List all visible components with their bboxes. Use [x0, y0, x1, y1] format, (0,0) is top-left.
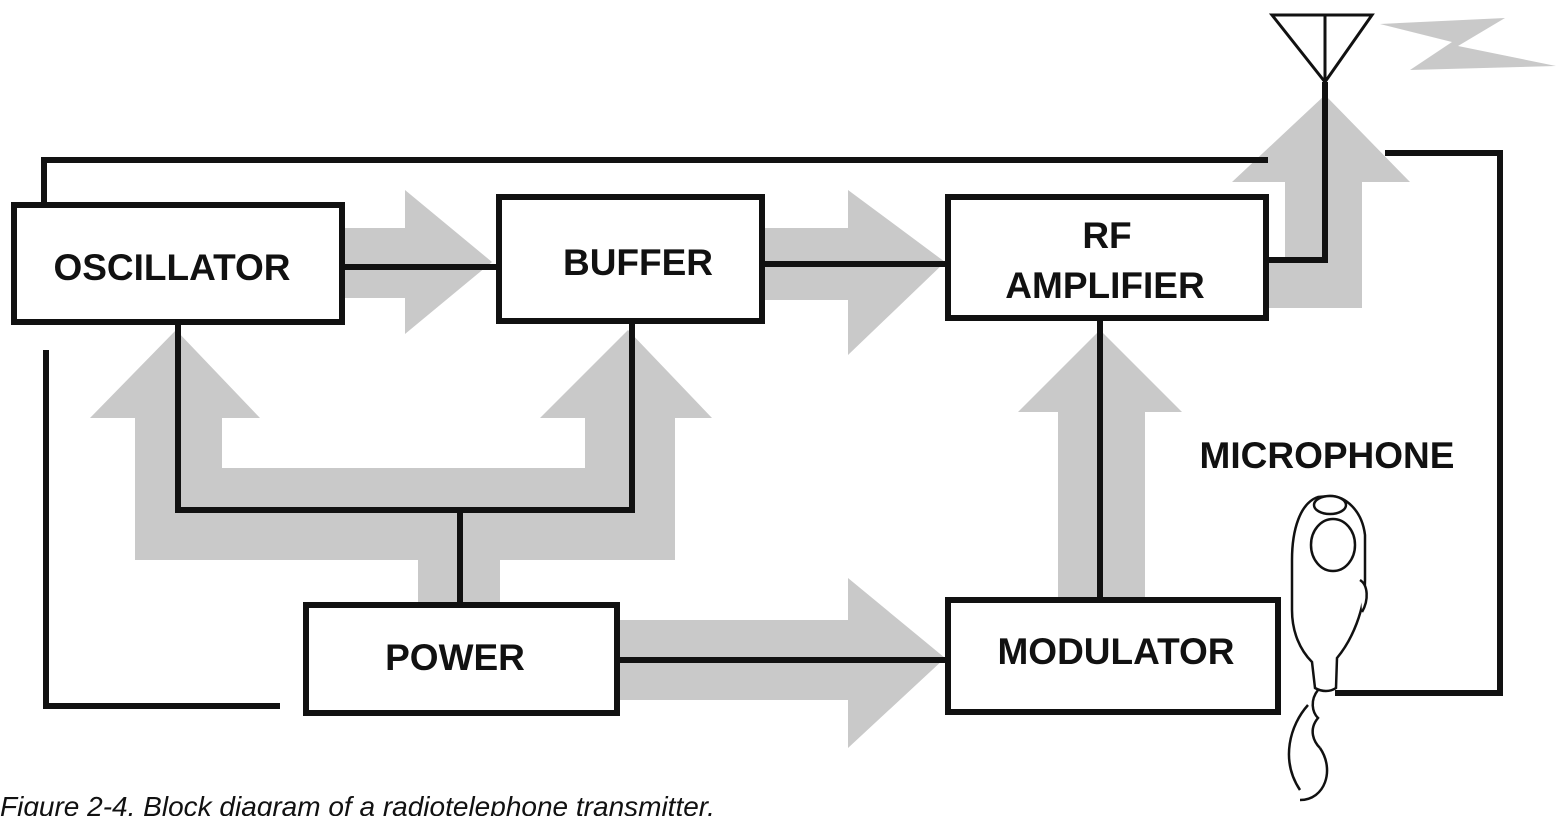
left-return-wire: [43, 350, 280, 709]
microphone-label: MICROPHONE: [1200, 435, 1455, 476]
rf-amplifier-block: RF AMPLIFIER: [945, 194, 1269, 321]
flow-arrow-buffer-to-rf-amplifier: [764, 190, 945, 355]
microphone-icon: [1287, 494, 1368, 802]
flow-arrow-rf-amplifier-to-antenna: [1232, 95, 1410, 308]
modulator-label: MODULATOR: [997, 631, 1234, 672]
wiring: [41, 82, 1503, 709]
oscillator-block: OSCILLATOR: [11, 202, 345, 325]
oscillator-label: OSCILLATOR: [53, 247, 290, 288]
radiated-signal-icon: [1380, 18, 1556, 70]
top-wire: [41, 157, 1268, 205]
flow-arrow-power-to-oscillator-and-buffer: [90, 330, 712, 605]
right-loop-wire: [1335, 150, 1503, 696]
rf-amplifier-label-line2: AMPLIFIER: [1005, 265, 1204, 306]
antenna-feed-wire: [1268, 82, 1328, 263]
flow-arrows: [90, 18, 1556, 748]
buffer-block: BUFFER: [496, 194, 765, 324]
modulator-block: MODULATOR: [945, 597, 1281, 715]
flow-arrow-oscillator-to-buffer: [345, 190, 492, 334]
rf-amplifier-label-line1: RF: [1082, 215, 1131, 256]
buffer-label: BUFFER: [563, 242, 713, 283]
power-label: POWER: [385, 637, 525, 678]
figure-caption: Figure 2-4. Block diagram of a radiotele…: [0, 791, 715, 816]
power-block: POWER: [303, 602, 620, 716]
antenna-icon: [1268, 13, 1375, 85]
power-bus-wire: [175, 322, 635, 513]
